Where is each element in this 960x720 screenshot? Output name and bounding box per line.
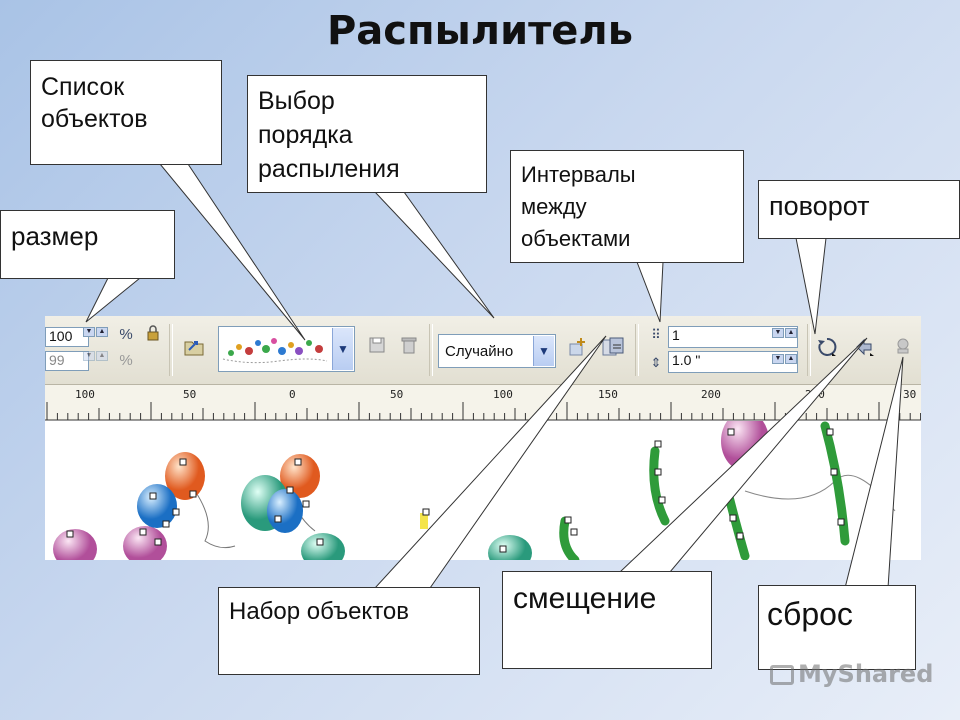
objects-list-chevron-icon[interactable]: ▼	[332, 328, 353, 370]
sprayed-objects-illustration	[53, 411, 896, 560]
size-2-spin-down[interactable]: ▼	[83, 351, 95, 361]
rotation-icon[interactable]	[815, 336, 839, 362]
callout-spray-order-text: Выбор порядка распыления	[258, 87, 400, 183]
callout-rotation: поворот	[758, 180, 960, 239]
size-input-2[interactable]: 99	[45, 351, 89, 371]
lock-icon[interactable]	[141, 324, 165, 350]
spacing-distance-input[interactable]: 1.0 "	[668, 351, 798, 373]
objects-list-dropdown[interactable]: ▼	[218, 326, 355, 372]
save-icon[interactable]	[365, 336, 389, 362]
spacing-distance-up[interactable]: ▲	[785, 354, 797, 364]
percent-label: %	[119, 326, 133, 343]
ruler-label: 100	[493, 388, 513, 401]
callout-spray-order: Выбор порядка распыления	[247, 75, 487, 193]
property-bar: 100 ▼ ▲ 99 ▼ ▲ % % ▼	[45, 316, 921, 385]
watermark-icon	[770, 665, 794, 685]
object-set-icon[interactable]	[601, 336, 625, 362]
spacing-distance-down[interactable]: ▼	[772, 354, 784, 364]
size-spin-up[interactable]: ▲	[96, 327, 108, 337]
callout-rotation-text: поворот	[769, 191, 870, 221]
ruler-label: 0	[289, 388, 296, 401]
callout-object-set-text: Набор объектов	[229, 598, 410, 625]
spray-order-value: Случайно	[445, 343, 514, 360]
spacing-count-icon: ⠿	[651, 327, 661, 342]
watermark-text: MyShared	[798, 660, 934, 688]
ruler-label: 50	[183, 388, 197, 401]
trash-icon[interactable]	[397, 336, 421, 362]
size-input[interactable]: 100	[45, 327, 89, 347]
size-2-spin-up[interactable]: ▲	[96, 351, 108, 361]
watermark: MyShared	[770, 660, 933, 688]
ruler-label: 50	[390, 388, 404, 401]
callout-offset: смещение	[502, 571, 712, 669]
spacing-count-down[interactable]: ▼	[772, 328, 784, 338]
callout-object-set: Набор объектов	[218, 587, 480, 675]
callout-spacing: Интервалы между объектами	[510, 150, 744, 263]
callout-reset-text: сброс	[767, 596, 853, 632]
callout-reset: сброс	[758, 585, 916, 670]
callout-size: размер	[0, 210, 175, 279]
spacing-count-up[interactable]: ▲	[785, 328, 797, 338]
spray-order-chevron-icon[interactable]: ▼	[533, 336, 554, 366]
ruler-label: 30	[903, 388, 917, 401]
spacing-distance-icon: ⇕	[650, 355, 662, 370]
add-to-list-icon[interactable]	[566, 336, 590, 362]
callout-objects-list-text: Список объектов	[41, 73, 148, 133]
slide-title: Распылитель	[326, 8, 634, 54]
callout-offset-text: смещение	[513, 582, 657, 615]
ruler-label: 200	[701, 388, 721, 401]
ruler-label: 100	[75, 388, 95, 401]
spray-preview-strip	[222, 338, 328, 364]
open-spray-list-icon[interactable]	[182, 336, 206, 362]
ruler-label: 150	[598, 388, 618, 401]
spacing-count-input[interactable]: 1	[668, 326, 798, 348]
callout-size-text: размер	[11, 221, 99, 251]
percent-label-2: %	[119, 352, 133, 369]
callout-spacing-text: Интервалы между объектами	[521, 162, 636, 251]
spray-order-dropdown[interactable]: Случайно ▼	[438, 334, 556, 368]
reset-icon[interactable]	[891, 336, 915, 362]
size-spin-down[interactable]: ▼	[83, 327, 95, 337]
callout-objects-list: Список объектов	[30, 60, 222, 165]
